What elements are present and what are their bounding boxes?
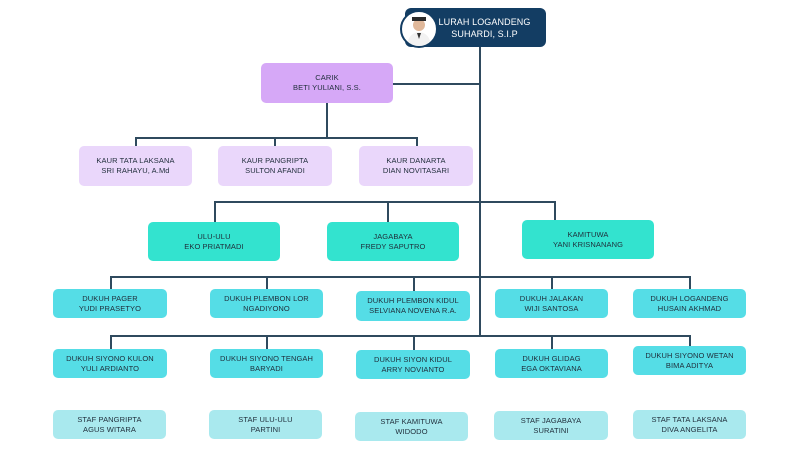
connector-line [110,335,112,349]
kasi-name: FREDY SAPUTRO [360,241,426,251]
lurah-photo [400,10,438,48]
staf-title: STAF ULU-ULU [238,414,293,424]
staf-title: STAF PANGRIPTA [77,414,142,424]
connector-line [110,276,691,278]
dukuh-name: WIJI SANTOSA [524,303,579,313]
kaur-name: SULTON AFANDI [245,166,305,175]
staf-name: DIVA ANGELITA [661,424,718,434]
lurah-title: LURAH LOGANDENG [438,16,531,27]
connector-line [266,276,268,289]
staf-title: STAF JAGABAYA [520,415,582,425]
dukuh-name: HUSAIN AKHMAD [657,303,722,313]
connector-line [135,137,417,139]
dukuh-name: NGADIYONO [243,303,290,313]
staf-title: STAF KAMITUWA [380,416,443,426]
connector-line [393,83,480,85]
kaur-name: SRI RAHAYU, A.Md [101,166,170,175]
dukuh-title: DUKUH SIYON KIDUL [374,354,452,364]
connector-line [135,137,137,146]
dukuh-name: YUDI PRASETYO [78,303,142,313]
dukuh-title: DUKUH SIYONO WETAN [645,350,734,360]
dukuh-title: DUKUH GLIDAG [522,353,581,363]
kaur-name: DIAN NOVITASARI [382,166,450,175]
staf-name: PARTINI [250,424,281,434]
kasi-name: YANI KRISNANANG [552,239,624,249]
kaur-title: KAUR PANGRIPTA [241,156,309,165]
kasi-title: JAGABAYA [373,231,413,241]
dukuh-title: DUKUH PLEMBON LOR [224,293,309,303]
connector-line [479,46,481,336]
dukuh-title: DUKUH LOGANDENG [650,293,729,303]
connector-line [551,335,553,349]
connector-line [689,276,691,289]
dukuh-title: DUKUH PAGER [82,293,138,303]
connector-line [110,276,112,289]
connector-line [326,103,328,137]
connector-line [416,137,418,146]
dukuh-name: ARRY NOVIANTO [381,364,445,374]
connector-line [554,201,556,220]
connector-line [689,335,691,346]
carik-title: CARIK [315,73,339,82]
dukuh-name: SELVIANA NOVENA R.A. [369,306,457,315]
connector-line [413,335,415,350]
dukuh-name: YULI ARDIANTO [80,363,140,373]
connector-line [266,335,268,349]
dukuh-title: DUKUH SIYONO KULON [66,353,154,363]
staf-title: STAF TATA LAKSANA [651,414,728,424]
kaur-title: KAUR TATA LAKSANA [96,156,175,165]
staf-name: WIDODO [395,426,428,436]
connector-line [274,137,276,146]
connector-line [110,335,691,337]
carik-name: BETI YULIANI, S.S. [293,83,361,92]
dukuh-title: DUKUH PLEMBON KIDUL [367,296,459,305]
kasi-name: EKO PRIATMADI [184,241,244,251]
lurah-name: SUHARDI, S.I.P [451,28,518,39]
kasi-title: KAMITUWA [567,229,609,239]
dukuh-name: BARYADI [250,363,283,373]
dukuh-name: BIMA ADITYA [665,360,714,370]
kaur-title: KAUR DANARTA [386,156,446,165]
dukuh-title: DUKUH JALAKAN [519,293,584,303]
staf-name: AGUS WITARA [82,424,137,434]
connector-line [413,276,415,291]
dukuh-title: DUKUH SIYONO TENGAH [219,353,314,363]
connector-line [551,276,553,289]
connector-line [387,201,389,222]
connector-line [214,201,216,222]
kasi-title: ULU-ULU [197,231,231,241]
connector-line [214,201,555,203]
staf-name: SURATINI [533,425,569,435]
dukuh-name: EGA OKTAVIANA [521,363,582,373]
carik-box: CARIK BETI YULIANI, S.S. [261,63,393,103]
